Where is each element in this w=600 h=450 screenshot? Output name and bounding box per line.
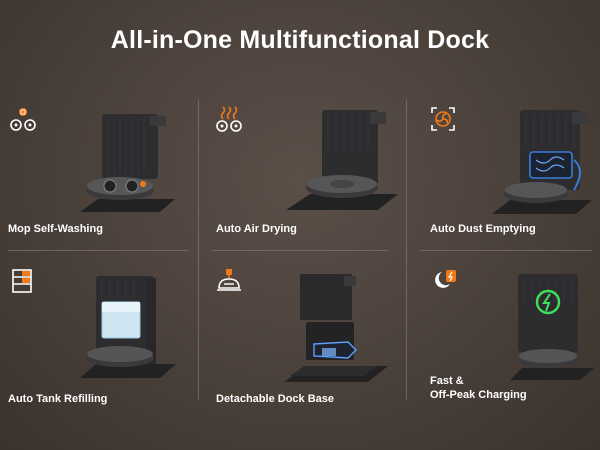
divider — [198, 100, 199, 400]
water-tank-icon — [12, 269, 32, 293]
feature-label-line: Off-Peak Charging — [430, 389, 527, 401]
feature-label: Auto Dust Emptying — [430, 223, 536, 235]
mop-icon — [10, 108, 36, 131]
feature-label-line: Fast & — [430, 375, 464, 387]
dock-base-icon — [217, 269, 241, 291]
feature-label: Auto Air Drying — [216, 223, 297, 235]
divider — [8, 250, 188, 251]
feature-auto-dust-emptying: Auto Dust Emptying — [414, 96, 600, 246]
feature-auto-tank-refilling: Auto Tank Refilling — [0, 258, 198, 416]
feature-label: Auto Tank Refilling — [8, 393, 108, 405]
heat-waves-icon — [216, 106, 242, 132]
dock-product-image — [510, 274, 594, 380]
dock-product-image — [80, 276, 176, 378]
feature-off-peak-charging: Fast & Off-Peak Charging — [414, 258, 600, 416]
divider — [212, 250, 388, 251]
fan-icon — [431, 107, 455, 131]
feature-label: Fast & Off-Peak Charging — [430, 374, 527, 402]
moon-charging-icon — [435, 270, 456, 288]
dock-product-image — [286, 110, 398, 210]
feature-auto-air-drying: Auto Air Drying — [206, 96, 406, 246]
dock-product-image — [284, 274, 388, 382]
divider — [420, 250, 592, 251]
feature-label: Mop Self-Washing — [8, 223, 103, 235]
feature-label: Detachable Dock Base — [216, 393, 334, 405]
dock-product-image — [492, 110, 592, 214]
feature-detachable-dock-base: Detachable Dock Base — [206, 258, 406, 416]
feature-mop-self-washing: Mop Self-Washing — [0, 96, 198, 246]
dock-product-image — [80, 114, 175, 212]
page-title: All-in-One Multifunctional Dock — [110, 26, 490, 54]
divider — [406, 100, 407, 400]
